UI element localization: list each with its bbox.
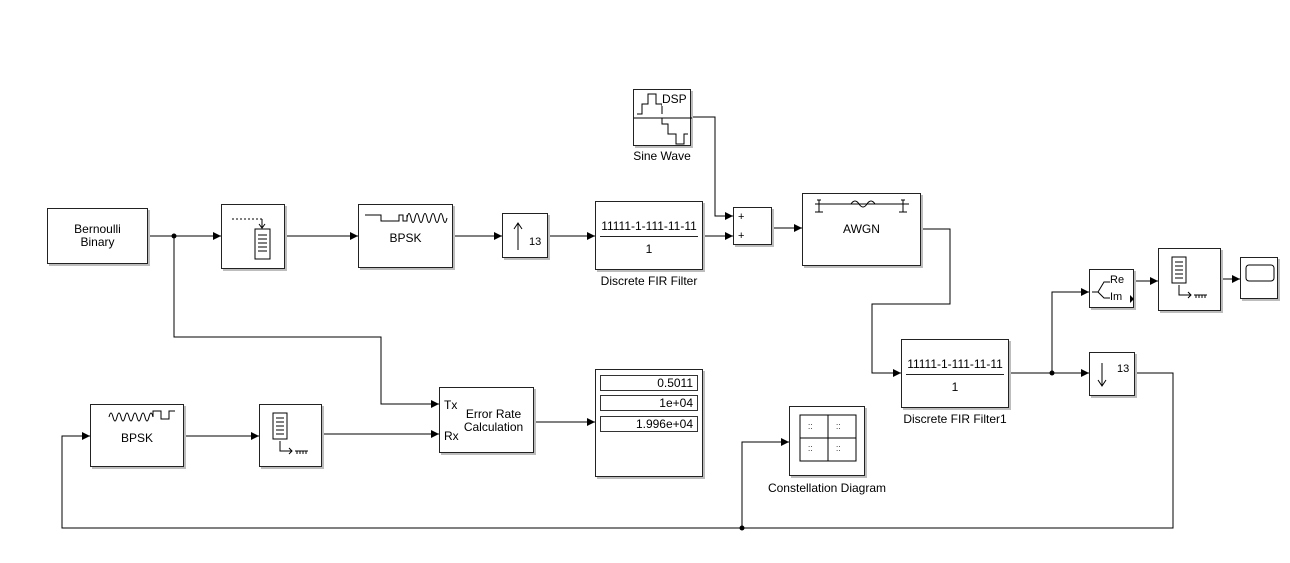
branch-point-3 [739, 525, 745, 531]
unbuffer-icon-bottom [272, 412, 308, 455]
constellation-icon: ⁚⁚ ⁚⁚ ⁚⁚ ⁚⁚ [799, 414, 857, 462]
error-rate-label: Error Rate Calculation [463, 407, 524, 434]
line-branch-complex[interactable] [1051, 288, 1089, 373]
unbuffer-block-bottom[interactable] [259, 404, 322, 467]
bpsk-mod-icon [365, 213, 448, 223]
fir-filter1-block[interactable]: 11111-1-111-11-11 1 [901, 339, 1009, 408]
fir-filter-caption: Discrete FIR Filter [600, 274, 698, 288]
constellation-diagram-block[interactable]: ⁚⁚ ⁚⁚ ⁚⁚ ⁚⁚ [789, 406, 865, 476]
branch-point-2 [1049, 370, 1055, 376]
sine-wave-block[interactable]: DSP [633, 89, 692, 146]
constellation-caption: Constellation Diagram [767, 481, 887, 495]
svg-text:⁚⁚: ⁚⁚ [808, 445, 812, 453]
svg-text:⁚⁚: ⁚⁚ [836, 445, 840, 453]
fir1-fraction-line [906, 374, 1004, 375]
bpsk-modulator-block[interactable]: BPSK [358, 204, 453, 268]
error-rate-calculation-block[interactable]: Tx Rx Error Rate Calculation [439, 387, 534, 453]
fir1-denominator: 1 [951, 380, 959, 394]
sum-input-2-sign: + [738, 230, 745, 242]
line-sine-sum[interactable] [691, 116, 733, 220]
display-value-errors: 1e+04 [600, 395, 698, 411]
unbuffer-block-top[interactable] [1158, 248, 1221, 311]
fir-filter-block[interactable]: 11111-1-111-11-11 1 [595, 201, 703, 270]
awgn-channel-block[interactable]: AWGN [802, 193, 921, 266]
complex-re-port: Re [1110, 274, 1125, 286]
tx-port: Tx [444, 398, 458, 412]
branch-point-1 [171, 233, 177, 239]
bpsk-demod-icon [108, 410, 175, 422]
unbuffer-icon [1171, 256, 1207, 299]
display-value-error-rate: 0.5011 [600, 375, 698, 391]
line-downsample-loop[interactable] [61, 372, 1174, 529]
buffer-block[interactable] [221, 204, 285, 269]
bpsk-demod-label: BPSK [120, 431, 153, 445]
downsample-factor: 13 [1117, 363, 1130, 375]
awgn-icon [815, 199, 909, 213]
line-awgn-fir1[interactable] [871, 228, 951, 377]
fir-denominator: 1 [645, 242, 653, 256]
scope-icon [1245, 264, 1275, 282]
sum-block[interactable]: + + [733, 207, 772, 245]
downsample-block[interactable]: 13 [1089, 352, 1135, 396]
upsample-block[interactable]: 13 [502, 213, 548, 258]
bpsk-mod-label: BPSK [389, 231, 422, 245]
sum-input-1-sign: + [738, 211, 745, 223]
sine-dsp-text: DSP [662, 92, 687, 106]
awgn-label: AWGN [843, 222, 880, 236]
bernoulli-label: Bernoulli Binary [74, 222, 121, 249]
bernoulli-binary-block[interactable]: Bernoulli Binary [47, 208, 148, 264]
upsample-arrow-icon [513, 222, 523, 250]
downsample-arrow-icon [1097, 363, 1107, 387]
buffer-icon [232, 218, 271, 260]
svg-text:⁚⁚: ⁚⁚ [836, 423, 840, 431]
bpsk-demodulator-block[interactable]: BPSK [90, 404, 184, 467]
sine-wave-icon [634, 93, 692, 145]
complex-split-icon [1092, 281, 1134, 303]
scope-block[interactable] [1240, 257, 1278, 299]
fir-filter1-caption: Discrete FIR Filter1 [903, 412, 1007, 426]
display-block[interactable]: 0.5011 1e+04 1.996e+04 [595, 369, 703, 477]
upsample-factor: 13 [529, 236, 542, 248]
svg-text:⁚⁚: ⁚⁚ [808, 423, 812, 431]
sine-wave-caption: Sine Wave [633, 149, 691, 163]
rx-port: Rx [444, 429, 459, 443]
fir1-numerator: 11111-1-111-11-11 [907, 357, 1003, 371]
line-branch-tx[interactable] [173, 236, 439, 408]
fir-numerator: 11111-1-111-11-11 [601, 219, 697, 233]
display-value-bits: 1.996e+04 [600, 416, 698, 432]
complex-to-real-imag-block[interactable]: Re Im [1089, 269, 1134, 308]
complex-im-port: Im [1110, 291, 1123, 303]
line-branch-constellation[interactable] [741, 438, 789, 528]
fir-fraction-line [600, 236, 698, 237]
